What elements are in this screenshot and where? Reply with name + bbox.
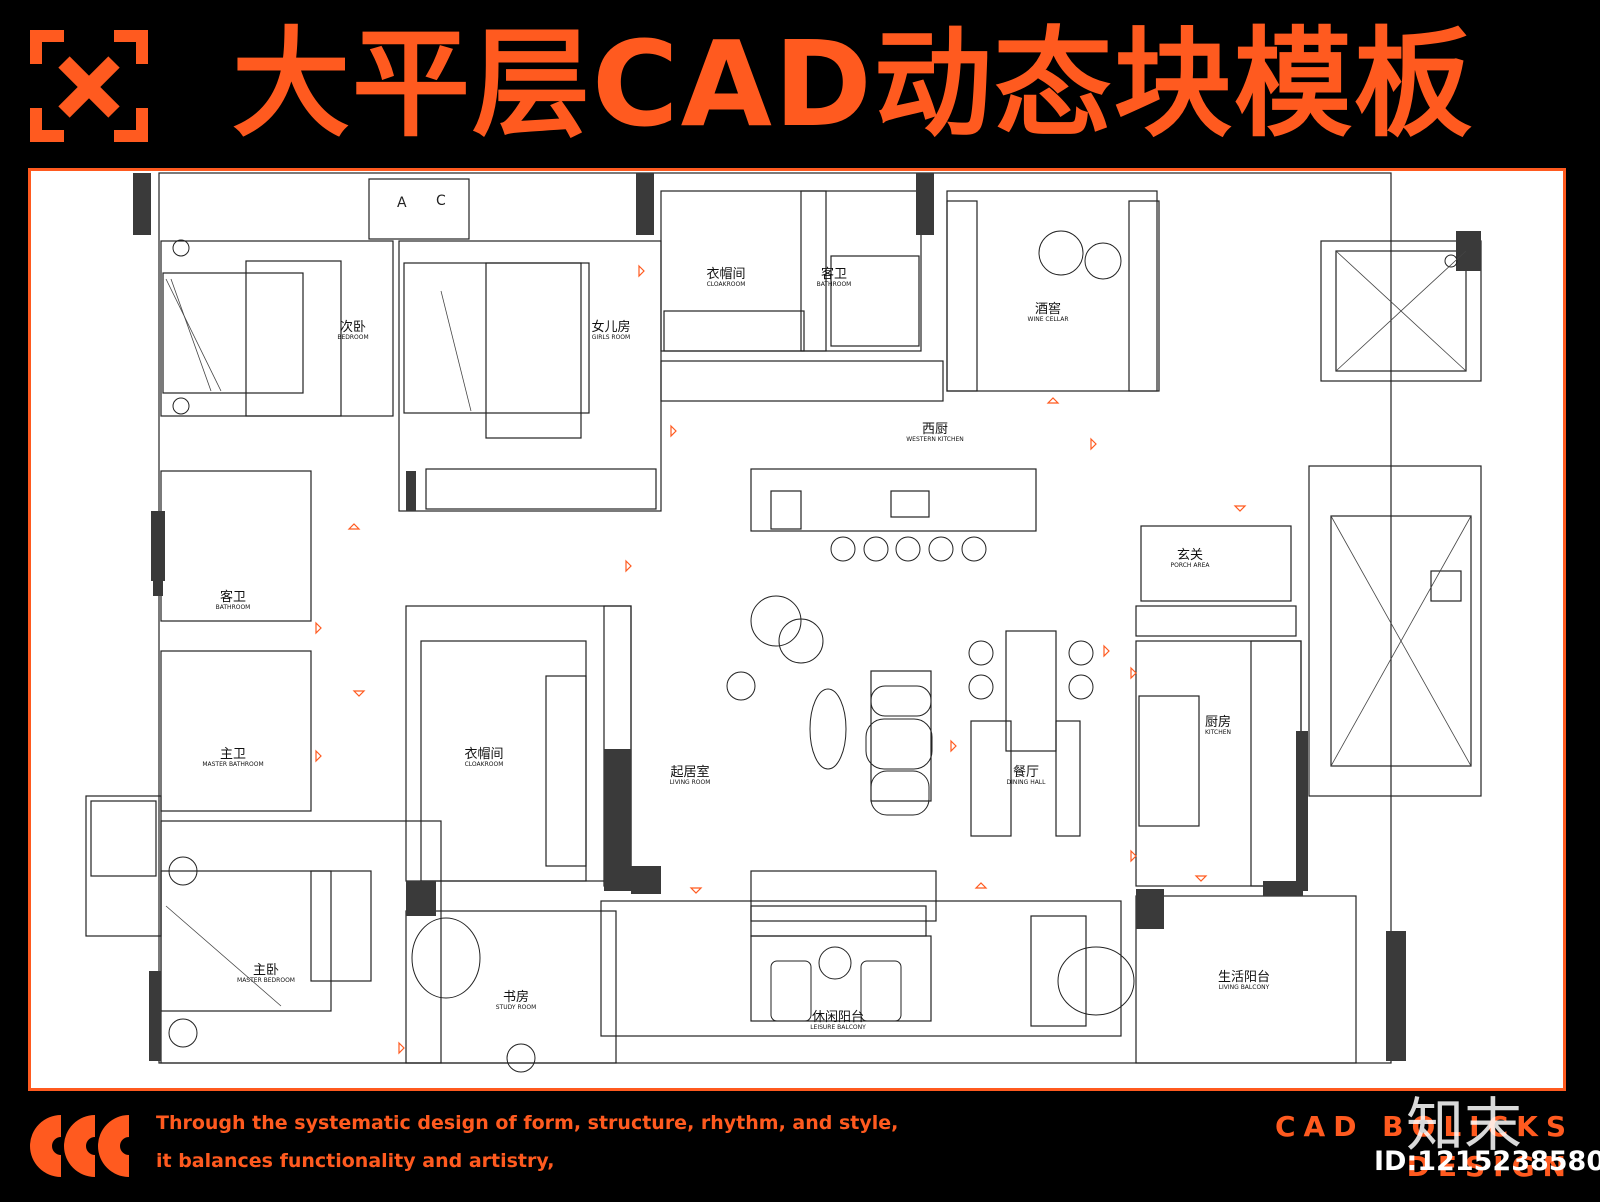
footer-brand-line-2: DESIGN xyxy=(1406,1150,1574,1183)
brand-logo-icon xyxy=(30,30,148,142)
page-title: 大平层CAD动态块模板 xyxy=(232,15,1474,153)
flow-arrows xyxy=(315,264,1247,1055)
wall-segments xyxy=(133,173,1481,1061)
footer-brand-line-1: CAD BOLICKS xyxy=(1274,1110,1574,1143)
footer-logo-icon xyxy=(30,1115,129,1177)
footer-tagline-line-1: Through the systematic design of form, s… xyxy=(156,1112,899,1134)
watermark-logo: 知末 xyxy=(1406,1091,1523,1159)
watermark-id: ID:1215238580 xyxy=(1374,1146,1600,1177)
fixture-letter-a: A xyxy=(397,195,407,211)
floor-plan-drawing: A C xyxy=(85,172,1482,1073)
fixture-letter-c: C xyxy=(436,193,446,209)
footer-tagline-line-2: it balances functionality and artistry, xyxy=(156,1150,555,1172)
